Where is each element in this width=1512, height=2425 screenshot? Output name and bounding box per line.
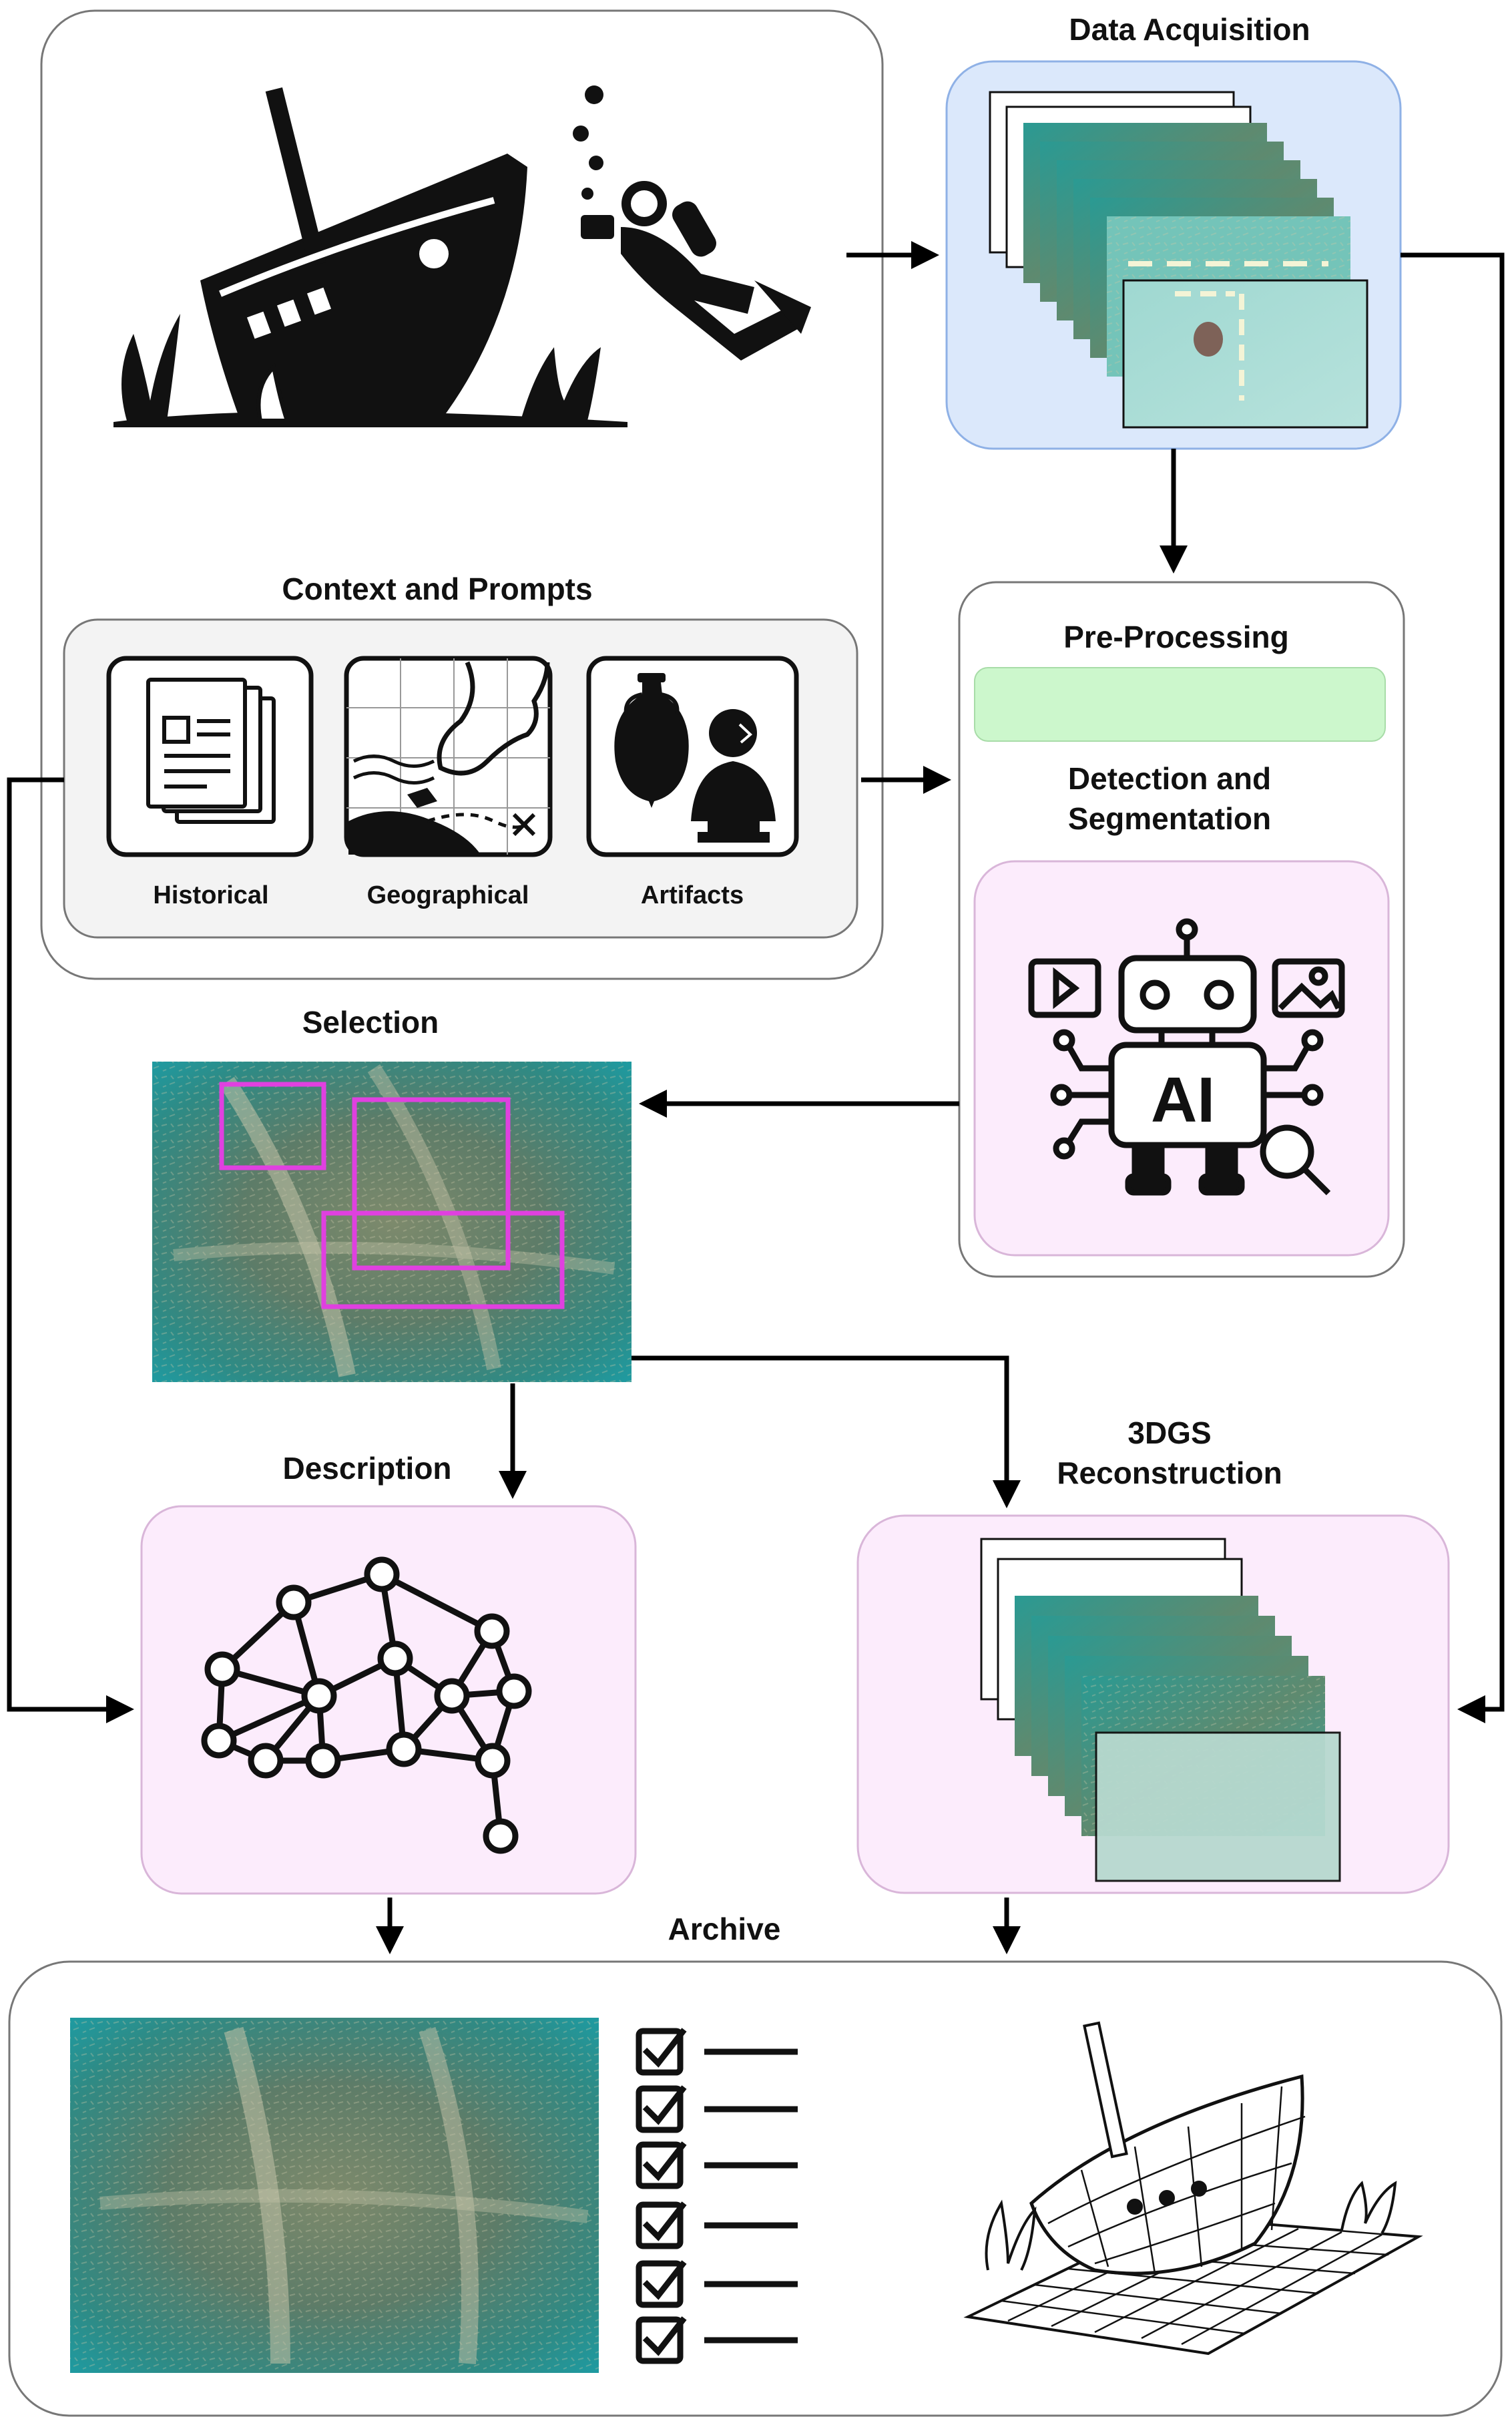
context-item-artifacts: Artifacts [641,881,744,909]
reconstruction-title-line2: Reconstruction [1057,1456,1282,1490]
reconstruction-panel [856,1514,1450,1894]
archive-title: Archive [668,1912,781,1946]
archive-image [70,2018,599,2373]
bubbles-icon [573,85,603,200]
historical-card: Historical [106,656,314,909]
archive-panel [8,1960,1503,2417]
detection-title-line1: Detection and [1068,761,1271,796]
diver-icon [581,181,811,361]
selection-title: Selection [302,1005,439,1040]
checklist-icon [636,2028,798,2364]
context-item-historical: Historical [153,881,268,909]
map-icon [346,658,550,855]
documents-icon [146,678,276,824]
reconstruction-stack-icon [980,1538,1341,1882]
data-acquisition-title: Data Acquisition [1069,12,1310,47]
processing-panel: Pre-Processing Detection and Segmentatio… [958,581,1405,1278]
arrow-selection-to-reconstruction [632,1355,1021,1508]
arrow-acquisition-to-reconstruction [1401,252,1505,1723]
ai-robot-icon [1028,918,1345,1196]
selection-bounding-boxes [219,1082,565,1309]
amphora-bust-icon [614,673,776,843]
image-stack-icon [989,91,1368,429]
reconstruction-title-line1: 3DGS [1127,1415,1211,1450]
ai-chip-label: AI [1151,1064,1215,1136]
detection-title-line2: Segmentation [1068,801,1271,836]
pre-processing-bar [974,667,1386,742]
data-acquisition-panel [945,60,1402,450]
connector-arrows [7,241,1505,1954]
wireframe-ship-icon [963,2021,1423,2356]
description-panel [140,1505,637,1895]
geographical-card: Geographical [344,656,553,909]
description-title: Description [282,1451,451,1486]
scene-panel: Context and Prompts Historical [40,9,884,980]
shipwreck-scene-icon [113,87,627,427]
context-title: Context and Prompts [282,572,592,606]
pre-processing-title: Pre-Processing [1063,620,1288,654]
neural-network-icon [201,1556,532,1854]
context-item-geographical: Geographical [367,881,529,909]
artifacts-card: Artifacts [586,656,799,909]
selection-image [152,1062,632,1382]
arrow-context-to-description [7,777,134,1723]
